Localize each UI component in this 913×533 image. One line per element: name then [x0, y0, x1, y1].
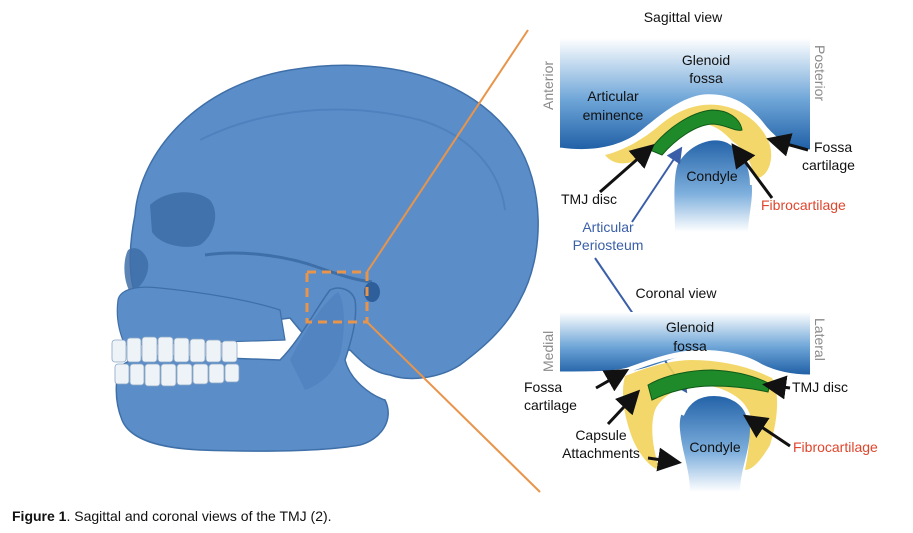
zoom-leader-bottom: [366, 321, 541, 493]
tmj-highlight-box: [305, 270, 369, 324]
medial-label: Medial: [540, 331, 556, 372]
lower-teeth: [114, 363, 240, 387]
coronal-tmj-disc-label: TMJ disc: [792, 379, 848, 395]
sagittal-tmj-disc-label: TMJ disc: [561, 191, 617, 207]
coronal-title: Coronal view: [636, 285, 718, 301]
figure-caption-label: Figure 1: [12, 508, 67, 524]
ramus-shade: [290, 292, 344, 390]
sagittal-fossa-cartilage-line1: Fossa: [814, 139, 852, 155]
coronal-fossa-cartilage-line2: cartilage: [524, 397, 577, 413]
capsule-attachments-line2: Attachments: [562, 445, 640, 461]
zoom-leader-top: [366, 29, 529, 273]
coronal-fibrocartilage-label: Fibrocartilage: [793, 439, 878, 455]
coronal-glenoid-line1: Glenoid: [666, 319, 714, 335]
sagittal-title: Sagittal view: [644, 9, 723, 25]
temporal-line: [199, 108, 506, 211]
figure-caption: Figure 1. Sagittal and coronal views of …: [12, 508, 332, 524]
arrow-fibrocartilage-sagittal: [731, 143, 774, 199]
arrow-tmj-disc-coronal: [762, 375, 791, 400]
eye-socket: [150, 192, 216, 247]
upper-teeth: [111, 336, 238, 363]
figure-caption-text: . Sagittal and coronal views of the TMJ …: [66, 508, 332, 524]
periosteum-line1: Articular: [582, 219, 634, 235]
coronal-condyle-label: Condyle: [689, 439, 741, 455]
capsule-attachments-line1: Capsule: [575, 427, 627, 443]
arrow-capsule-lower: [647, 447, 682, 472]
arrow-fossa-cartilage-sagittal: [766, 133, 809, 157]
lateral-label: Lateral: [812, 318, 828, 361]
coronal-condyle-cortex: [680, 391, 751, 419]
coronal-glenoid-line2: fossa: [673, 338, 707, 354]
sagittal-condyle-label: Condyle: [686, 168, 738, 184]
arrow-periosteum-sagittal: [631, 146, 683, 223]
sagittal-glenoid-line1: Glenoid: [682, 52, 730, 68]
maxilla: [116, 286, 286, 346]
skull-illustration: [111, 64, 539, 452]
articular-eminence-line1: Articular: [587, 88, 639, 104]
anterior-label: Anterior: [540, 61, 556, 110]
sagittal-glenoid-line2: fossa: [689, 70, 723, 86]
arrow-fibrocartilage-coronal: [743, 414, 791, 448]
sagittal-fossa-bone: [560, 38, 810, 150]
arrow-fossa-cartilage-coronal: [595, 369, 630, 392]
periosteum-line2: Periosteum: [573, 237, 644, 253]
nasal-cavity: [124, 248, 149, 292]
zygomatic-arch: [204, 251, 373, 284]
coronal-view: Coronal view Medial Lateral Glenoid foss…: [524, 285, 878, 492]
coronal-fossa-cartilage-line1: Fossa: [524, 379, 562, 395]
sagittal-fibrocartilage-label: Fibrocartilage: [761, 197, 846, 213]
sagittal-tmj-disc: [649, 109, 743, 156]
posterior-label: Posterior: [812, 45, 828, 101]
arrow-capsule-upper: [606, 389, 641, 426]
coronal-fossa-bone: [560, 312, 810, 375]
coronal-condyle: [679, 393, 750, 492]
tmj-figure: Sagittal view Anterior Posterior Glenoid…: [111, 9, 878, 493]
arrow-tmj-disc-sagittal: [599, 144, 655, 194]
articular-eminence-line2: eminence: [583, 107, 644, 123]
sagittal-view: Sagittal view Anterior Posterior Glenoid…: [540, 9, 855, 394]
sagittal-fossa-cartilage-line2: cartilage: [802, 157, 855, 173]
